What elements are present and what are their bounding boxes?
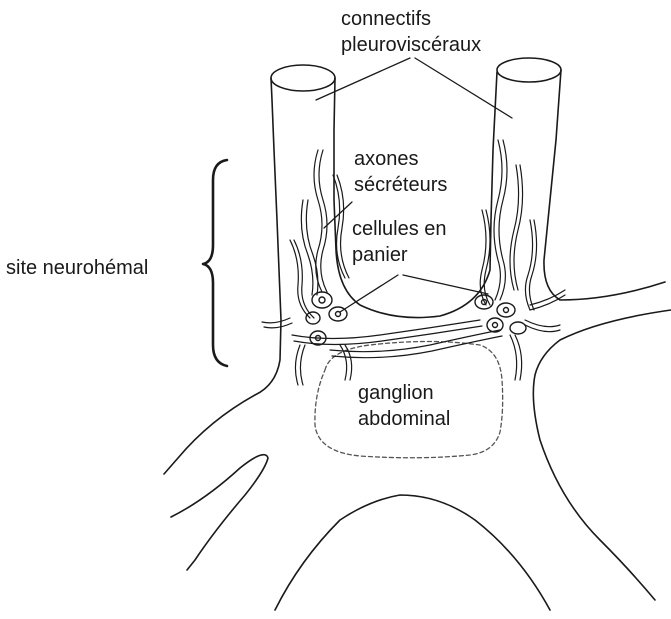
connectives-label: connectifs pleuroviscéraux <box>341 6 481 58</box>
basket-cells-label: cellules en panier <box>352 216 447 268</box>
basket-cells-line-2: panier <box>352 242 447 268</box>
axons-line-2: sécréteurs <box>354 172 447 198</box>
ganglion-line-1: ganglion <box>358 380 450 406</box>
ganglion-line-2: abdominal <box>358 406 450 432</box>
basket-cells-left <box>306 292 347 345</box>
body-outline <box>171 310 671 610</box>
neurohemal-site-label: site neurohémal <box>6 255 148 281</box>
basket-cells-right <box>475 295 526 334</box>
basket-cells-line-1: cellules en <box>352 216 447 242</box>
secretory-axons-label: axones sécréteurs <box>354 146 447 198</box>
neurohemal-bracket <box>203 160 227 366</box>
connectives-line-2: pleuroviscéraux <box>341 32 481 58</box>
axons-line-1: axones <box>354 146 447 172</box>
ganglion-label: ganglion abdominal <box>358 380 450 432</box>
connectives-line-1: connectifs <box>341 6 481 32</box>
